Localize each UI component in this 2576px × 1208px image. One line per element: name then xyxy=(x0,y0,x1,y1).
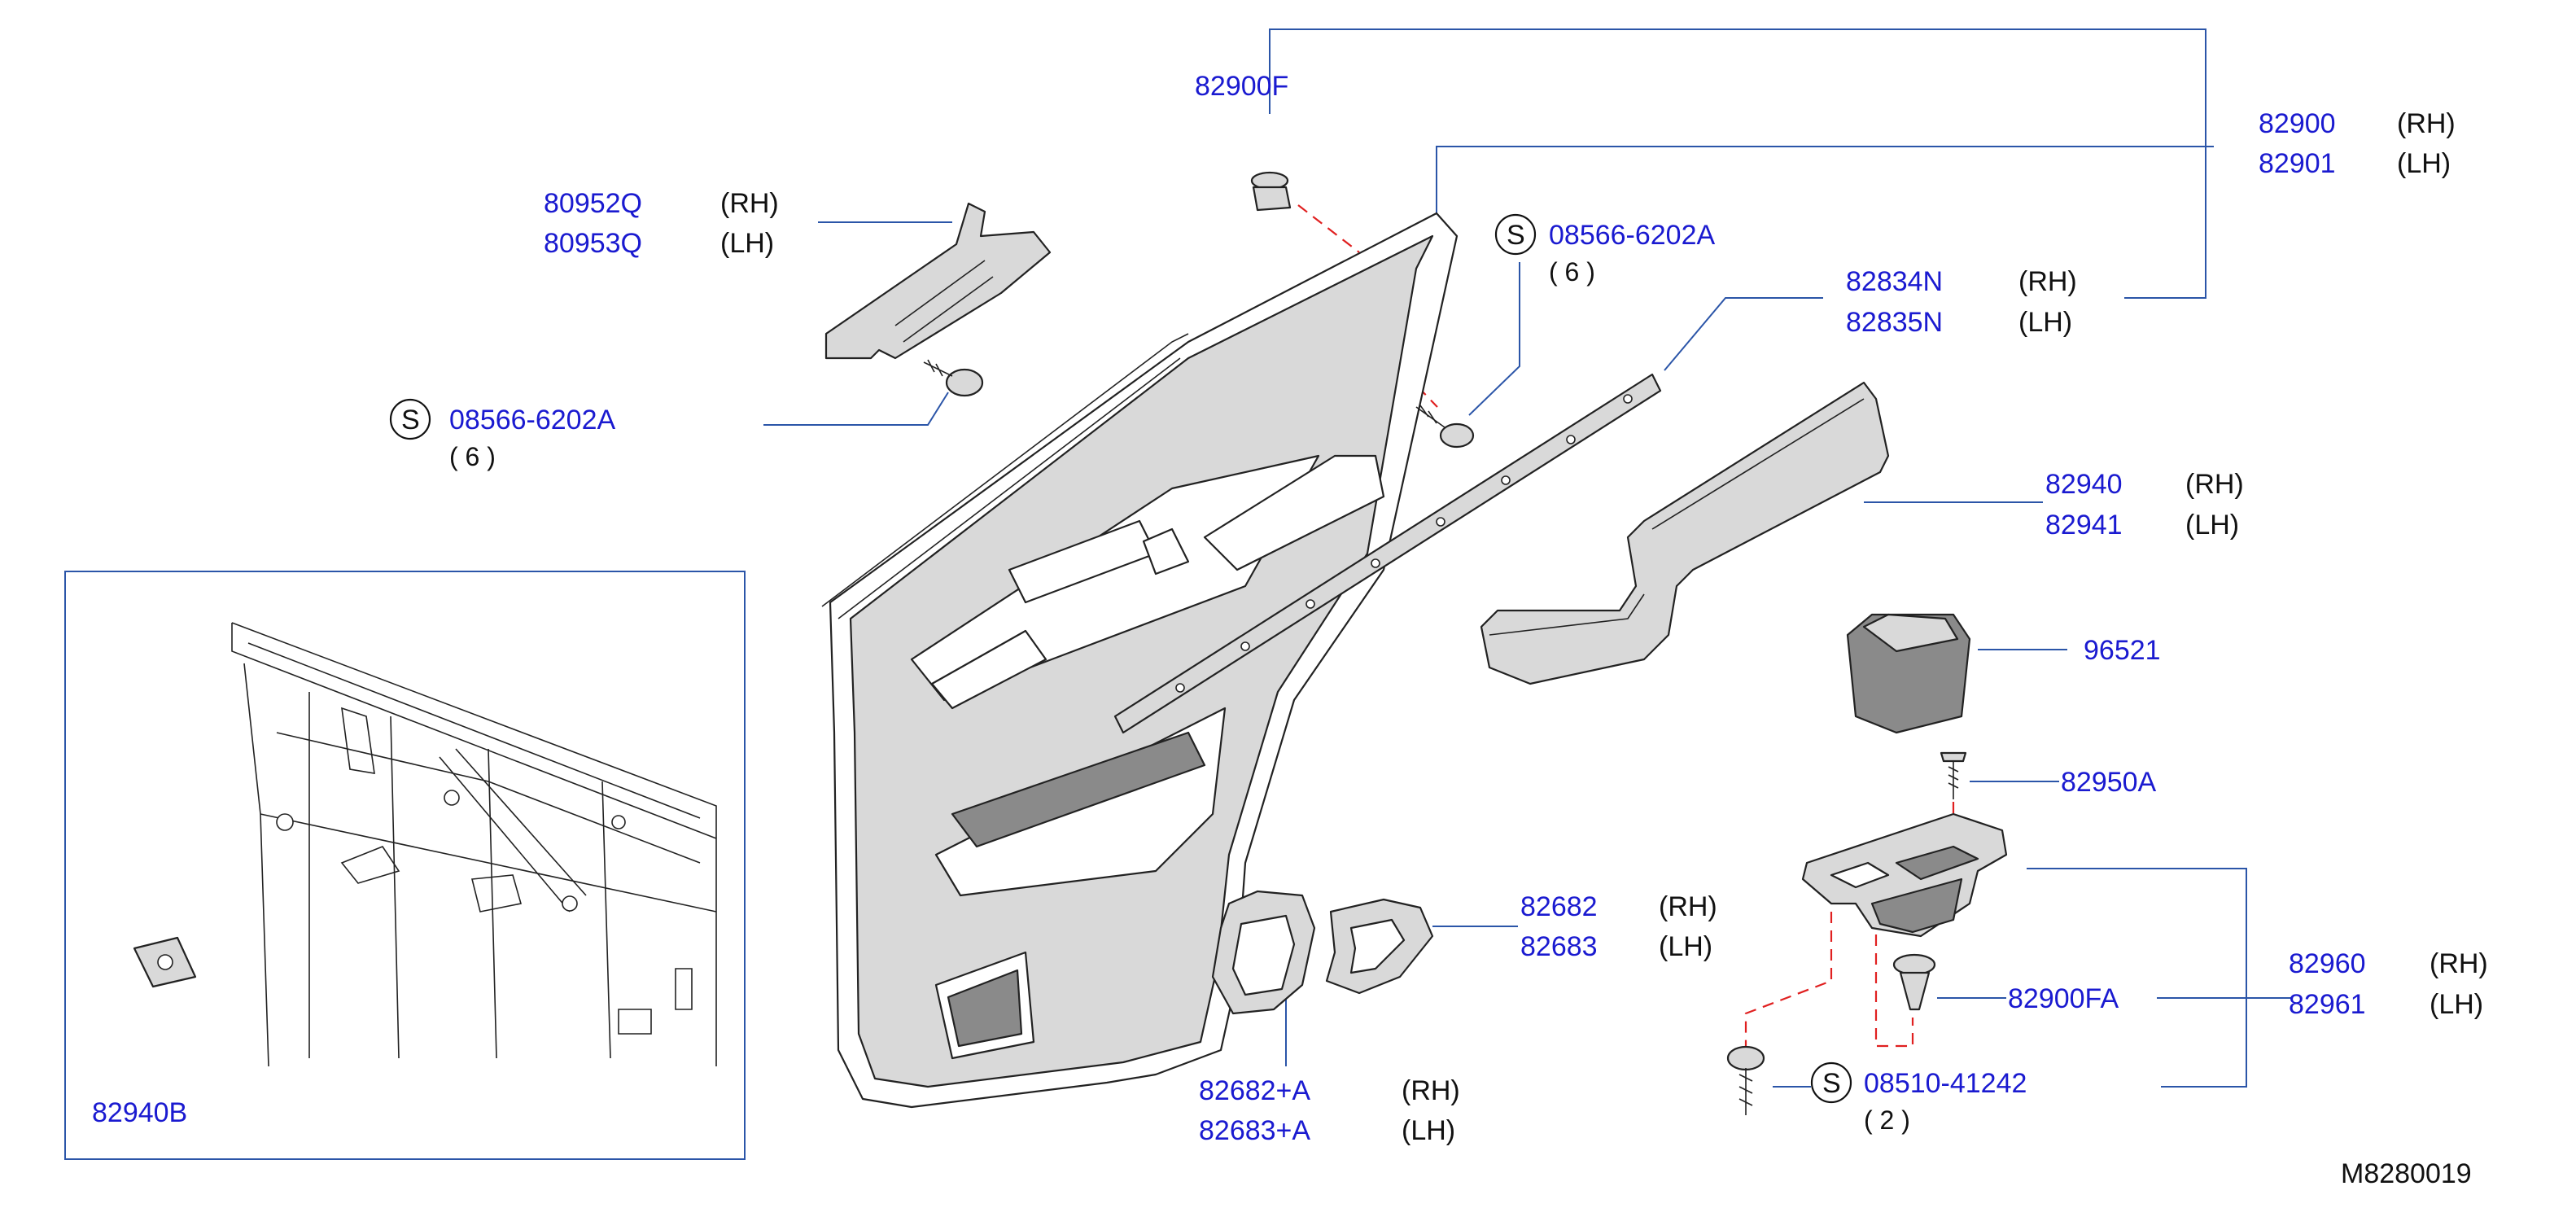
screw-small-part xyxy=(1940,751,1967,799)
label-inset-clip: 82940B xyxy=(92,1097,187,1128)
std-circle-center xyxy=(1494,213,1537,256)
std-mark-bottom: S xyxy=(1822,1068,1841,1099)
side-armrest-rh: (RH) xyxy=(2185,469,2244,500)
qty-screw-bottom: ( 2 ) xyxy=(1864,1105,1910,1135)
label-handle-inner-rh: 82682+A xyxy=(1199,1075,1310,1106)
std-circle-left xyxy=(389,398,431,440)
side-handle-inner-rh: (RH) xyxy=(1402,1075,1460,1106)
label-armrest-lh: 82941 xyxy=(2045,510,2123,541)
label-finisher-rh: 82960 xyxy=(2289,948,2366,979)
side-bracket-lh: (LH) xyxy=(720,228,774,259)
side-armrest-lh: (LH) xyxy=(2185,510,2239,541)
side-finisher-lh: (LH) xyxy=(2429,989,2483,1020)
clip-finisher-part xyxy=(1892,953,1936,1011)
screw-bottom-part xyxy=(1726,1045,1765,1115)
label-armrest-rh: 82940 xyxy=(2045,469,2123,500)
label-clip-finisher: 82900FA xyxy=(2008,983,2119,1014)
label-screw-bottom: 08510-41242 xyxy=(1864,1068,2027,1099)
std-mark-left: S xyxy=(401,405,420,435)
handle-inner-part xyxy=(1211,890,1316,1015)
side-trim-lh: (LH) xyxy=(2397,148,2451,179)
label-seal-lh: 82835N xyxy=(1846,307,1943,338)
label-trim-lh: 82901 xyxy=(2259,148,2336,179)
label-82900f: 82900F xyxy=(1195,71,1288,102)
label-bracket-rh: 80952Q xyxy=(544,188,642,219)
label-screw-left: 08566-6202A xyxy=(449,405,616,435)
label-screw-small: 82950A xyxy=(2061,767,2157,798)
label-bracket-lh: 80953Q xyxy=(544,228,642,259)
screw-center-part xyxy=(1415,405,1475,449)
side-trim-rh: (RH) xyxy=(2397,108,2456,139)
qty-screw-center: ( 6 ) xyxy=(1549,257,1595,287)
label-trim-rh: 82900 xyxy=(2259,108,2336,139)
side-bracket-rh: (RH) xyxy=(720,188,779,219)
side-seal-rh: (RH) xyxy=(2018,266,2077,297)
std-circle-bottom xyxy=(1810,1061,1852,1104)
label-escutcheon-lh: 82683 xyxy=(1520,931,1598,962)
door-trim-panel xyxy=(821,212,1459,1109)
seal-strip xyxy=(1113,373,1662,734)
label-escutcheon-rh: 82682 xyxy=(1520,891,1598,922)
label-handle-inner-lh: 82683+A xyxy=(1199,1115,1310,1146)
catalog-code: M8280019 xyxy=(2341,1158,2472,1189)
clip-top-part xyxy=(1250,171,1292,212)
side-escutcheon-lh: (LH) xyxy=(1659,931,1712,962)
label-finisher-lh: 82961 xyxy=(2289,989,2366,1020)
bracket-part xyxy=(824,202,1052,360)
side-escutcheon-rh: (RH) xyxy=(1659,891,1717,922)
qty-screw-left: ( 6 ) xyxy=(449,442,496,471)
screw-left-part xyxy=(923,359,984,397)
std-mark-center: S xyxy=(1507,220,1525,251)
label-screw-center: 08566-6202A xyxy=(1549,220,1716,251)
side-finisher-rh: (RH) xyxy=(2429,948,2488,979)
side-seal-lh: (LH) xyxy=(2018,307,2072,338)
leader-lines xyxy=(170,28,2291,1099)
label-seal-rh: 82834N xyxy=(1846,266,1943,297)
switch-part xyxy=(1846,613,1971,734)
label-switch: 96521 xyxy=(2084,635,2161,666)
finisher-part xyxy=(1801,812,2008,938)
inset-view xyxy=(64,571,746,1160)
side-handle-inner-lh: (LH) xyxy=(1402,1115,1455,1146)
handle-escutcheon-part xyxy=(1325,898,1434,995)
armrest-part xyxy=(1480,381,1890,685)
